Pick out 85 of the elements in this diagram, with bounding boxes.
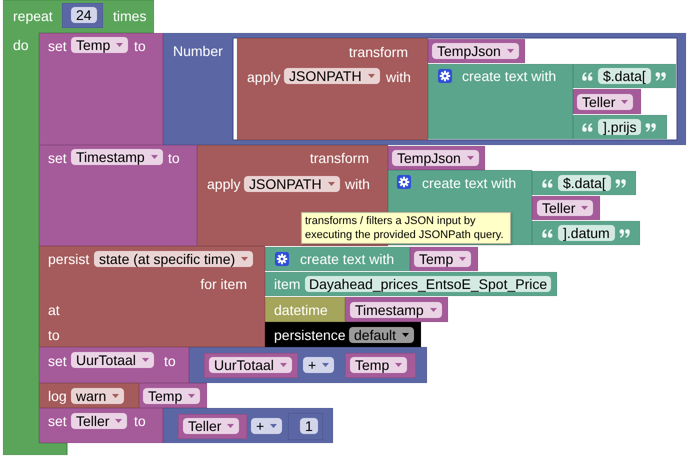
number-field: 1 xyxy=(300,418,318,434)
block-label: create text with xyxy=(462,68,556,84)
block-label: apply xyxy=(247,69,280,85)
variable-dropdown: Teller xyxy=(577,94,634,110)
math-block xyxy=(163,408,333,443)
block-label: set xyxy=(48,413,67,429)
block-label: persist xyxy=(48,251,90,267)
variable-dropdown: Teller xyxy=(71,413,128,429)
item-name-field: Dayahead_prices_EntsoE_Spot_Price xyxy=(305,276,552,292)
transform-block xyxy=(237,38,428,140)
block-label: create text with xyxy=(300,251,394,267)
number-field: 24 xyxy=(71,7,97,23)
option-dropdown: warn xyxy=(71,388,124,404)
variable-block xyxy=(139,383,207,408)
option-dropdown: JSONPATH xyxy=(244,176,340,192)
variable-dropdown: Temp xyxy=(414,251,472,267)
variable-block xyxy=(410,247,478,271)
variable-dropdown: Teller xyxy=(537,200,594,216)
block-label: repeat xyxy=(13,8,53,24)
variable-dropdown: Teller xyxy=(183,418,240,434)
variable-dropdown: Timestamp xyxy=(71,149,163,165)
block-label: with xyxy=(345,176,370,192)
block-label: with xyxy=(386,69,411,85)
set-variable-block xyxy=(39,145,197,246)
block-label: transform xyxy=(348,44,408,60)
block-label: to xyxy=(134,38,146,54)
variable-block xyxy=(532,196,600,220)
variable-dropdown: Temp xyxy=(71,37,128,53)
block-label: do xyxy=(13,37,29,53)
variable-block xyxy=(204,353,298,378)
block-label: times xyxy=(113,8,146,24)
block-label: apply xyxy=(207,176,240,192)
text-block xyxy=(573,64,676,88)
variable-dropdown: TempJson xyxy=(432,43,519,59)
block-label: to xyxy=(164,353,176,369)
block-label: set xyxy=(48,150,67,166)
number-value-block xyxy=(288,413,323,440)
math-block xyxy=(189,347,427,383)
operator-dropdown: + xyxy=(303,357,334,373)
variable-block xyxy=(573,89,641,114)
variable-dropdown: Temp xyxy=(350,357,408,373)
text-field: $.data[ xyxy=(558,175,611,191)
text-field: ].datum xyxy=(558,225,615,241)
block-label: transform xyxy=(310,150,369,166)
number-cast-block xyxy=(163,33,686,145)
variable-dropdown: UurTotaal xyxy=(209,357,292,373)
block-label: datetime xyxy=(274,302,328,318)
block-label: log xyxy=(48,388,67,404)
variable-block xyxy=(345,353,416,378)
variable-block xyxy=(388,146,485,170)
text-join-block xyxy=(265,247,410,271)
text-field: $.data[ xyxy=(598,68,651,84)
persistence-block xyxy=(265,322,421,347)
tooltip: transforms / filters a JSON input by executing the provided JSONPath query. xyxy=(301,212,511,244)
block-label: for item xyxy=(200,276,247,292)
variable-dropdown: Temp xyxy=(143,388,200,404)
block-label: to xyxy=(168,150,180,166)
persist-block xyxy=(39,246,265,347)
block-label: persistence xyxy=(274,327,346,343)
option-dropdown: state (at specific time) xyxy=(94,251,254,267)
text-join-block xyxy=(428,64,573,139)
variable-block xyxy=(428,39,525,63)
variable-dropdown: TempJson xyxy=(392,150,479,166)
block-label: to xyxy=(134,413,146,429)
option-dropdown: default xyxy=(349,327,414,343)
operator-dropdown: + xyxy=(251,418,282,434)
block-label: set xyxy=(48,353,67,369)
block-label: item xyxy=(274,276,300,292)
variable-block xyxy=(345,297,448,322)
text-block xyxy=(573,115,667,139)
option-dropdown: JSONPATH xyxy=(284,68,380,84)
number-value-block xyxy=(62,3,103,28)
block-label: to xyxy=(48,327,60,343)
block-label: Number xyxy=(173,43,223,59)
log-block xyxy=(39,383,139,408)
block-label: set xyxy=(48,38,67,54)
variable-dropdown: Timestamp xyxy=(350,302,442,318)
text-block xyxy=(532,171,636,195)
block-label: at xyxy=(48,302,60,318)
variable-dropdown: UurTotaal xyxy=(71,352,154,368)
text-field: ].prijs xyxy=(598,119,642,135)
text-block xyxy=(532,221,640,245)
set-variable-block xyxy=(39,33,163,145)
variable-block xyxy=(178,414,247,439)
block-label: create text with xyxy=(422,175,516,191)
